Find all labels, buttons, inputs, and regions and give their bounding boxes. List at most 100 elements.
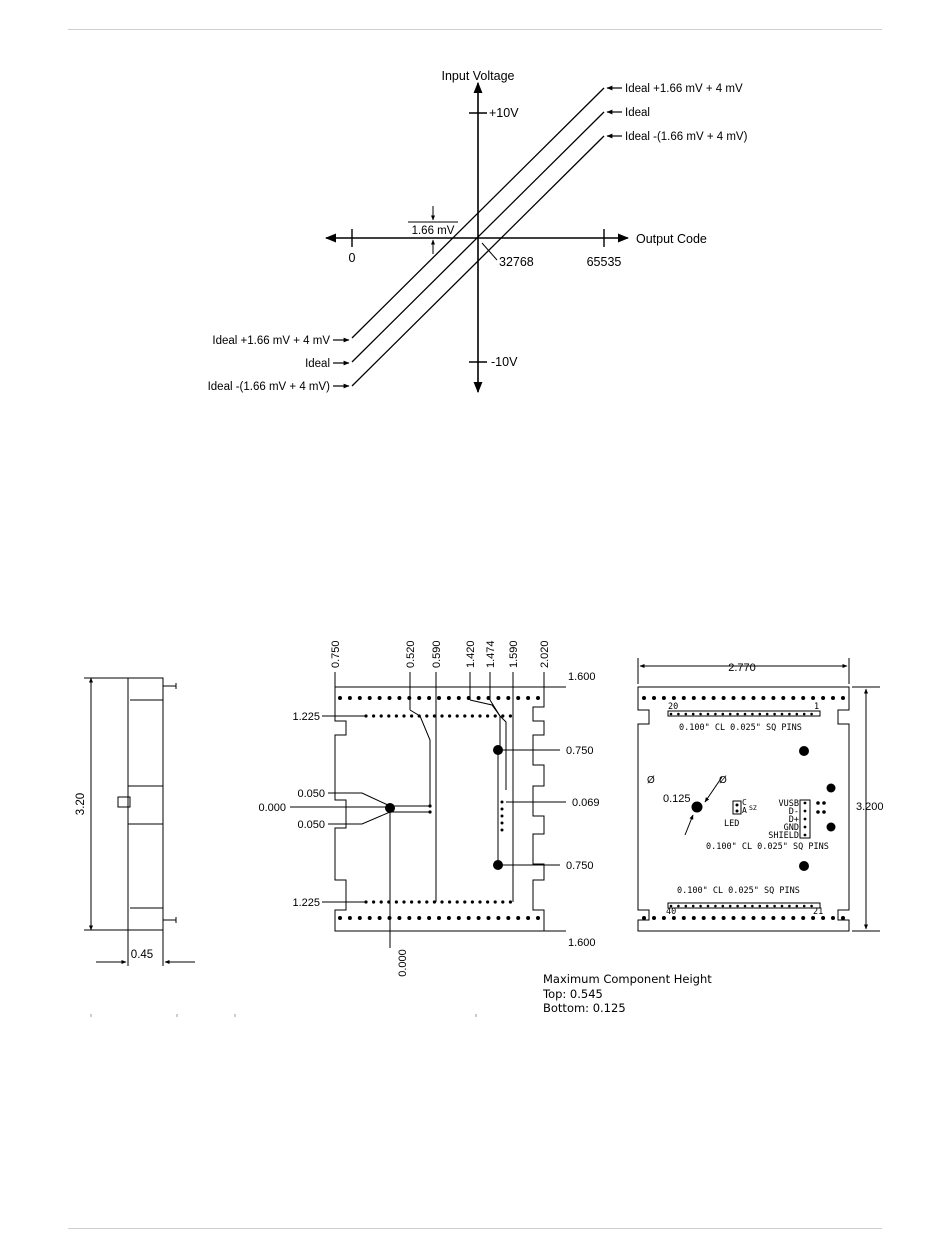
side-usb-plug [117,796,131,808]
board-pin [357,916,362,920]
header-pin [810,712,813,716]
led-c-label: C [742,798,747,807]
board-pin [364,714,368,718]
component-height-note: Maximum Component Height Top: 0.545 Bott… [543,972,712,1016]
top-hole-upper [799,746,809,756]
board-pin [394,714,398,718]
x-left-label: 0 [349,251,356,265]
component-height-bottom: Bottom: 0.125 [543,1001,626,1015]
y-bottom-label: -10V [491,355,518,369]
top-pin [841,696,845,700]
board-pin [456,916,461,920]
header-pin [751,904,754,908]
top-pin [811,916,816,920]
usb-pin-vusb: VUSB [779,799,799,809]
board-pin [508,900,512,904]
board-pin [500,821,504,825]
top-pin [821,696,826,700]
header-top [667,710,821,717]
usb-header [799,799,811,839]
board-pin [437,916,441,920]
board-pin [379,900,383,904]
board-pin [432,714,436,718]
header-pin [780,904,784,908]
board-pin [466,696,471,700]
dim-0-750-top: 0.750 [566,745,594,757]
board-pin [410,714,414,718]
board-pin [486,916,491,920]
dim-0-590: 0.590 [431,640,443,668]
top-width-label: 2.770 [728,662,756,674]
line-high [351,87,605,339]
led-footprint [732,800,742,815]
board-pin [338,696,342,700]
top-pin [791,916,796,920]
header-pin [758,712,762,716]
board-pin [486,900,490,904]
line-low [351,135,605,387]
step-label: 1.66 mV [412,225,455,237]
pad [428,804,432,808]
top-height-label: 3.200 [856,801,884,813]
usb-pin-gnd: GND [784,823,799,833]
header-pin [699,712,702,716]
board-pin [407,696,412,700]
line-label-left-high: Ideal +1.66 mV + 4 mV [212,335,330,347]
top-hole-mount [691,801,703,813]
line-label-left-ideal: Ideal [305,358,330,370]
header-pin [684,712,688,716]
header-note-top: 0.100" CL 0.025" SQ PINS [679,723,802,733]
transfer-diagram [324,81,630,394]
board-pin [425,900,429,904]
top-pin [661,916,666,920]
top-pin [821,916,826,920]
pin-label-20: 20 [668,702,678,712]
trace-1-420 [469,699,501,750]
board-pin [500,828,504,832]
board-pin [493,714,497,718]
usb-pin [803,833,807,837]
board-pin [506,696,511,700]
side-board [127,677,164,931]
board-pin [536,696,540,700]
top-view-pins [642,696,845,920]
led-label: LED [724,819,739,829]
header-pin [773,904,776,908]
board-pin [427,696,432,700]
board-pin [394,900,398,904]
top-pin [751,916,756,920]
board-pin [508,714,512,718]
led-ref-label: SZ [749,804,757,812]
dim-0-050-top: 0.050 [297,788,325,800]
header-pin [795,712,799,716]
board-pin [402,714,406,718]
component-height-title: Maximum Component Height [543,972,712,986]
top-pin [671,916,676,920]
board-dimension-view [290,672,566,948]
board-pin [397,916,402,920]
board-pin [367,696,372,700]
board-pin [446,916,451,920]
usb-pin [803,809,807,813]
side-usb-block [127,785,164,825]
usb-pin-shield: SHIELD [768,831,799,841]
top-pin [652,916,656,920]
top-pin [681,696,686,700]
dim-1-420: 1.420 [465,640,477,668]
board-pin [478,714,482,718]
board-pin [476,696,481,700]
y-top-label: +10V [489,106,519,120]
board-hole-bottom [493,860,503,870]
hole-dia-value: 0.125 [663,793,691,805]
footer-rule [68,1228,882,1229]
y-axis-label: Input Voltage [442,69,515,83]
board-pin [364,900,368,904]
trace-0-520 [409,709,431,806]
top-pin [831,916,835,920]
board-pin [455,900,459,904]
board-pin [500,814,504,818]
hole-dia-arrow-high [704,776,723,803]
board-pin [470,900,474,904]
dim-0-050-bottom: 0.050 [297,819,325,831]
top-hole-right-lower [826,822,836,832]
